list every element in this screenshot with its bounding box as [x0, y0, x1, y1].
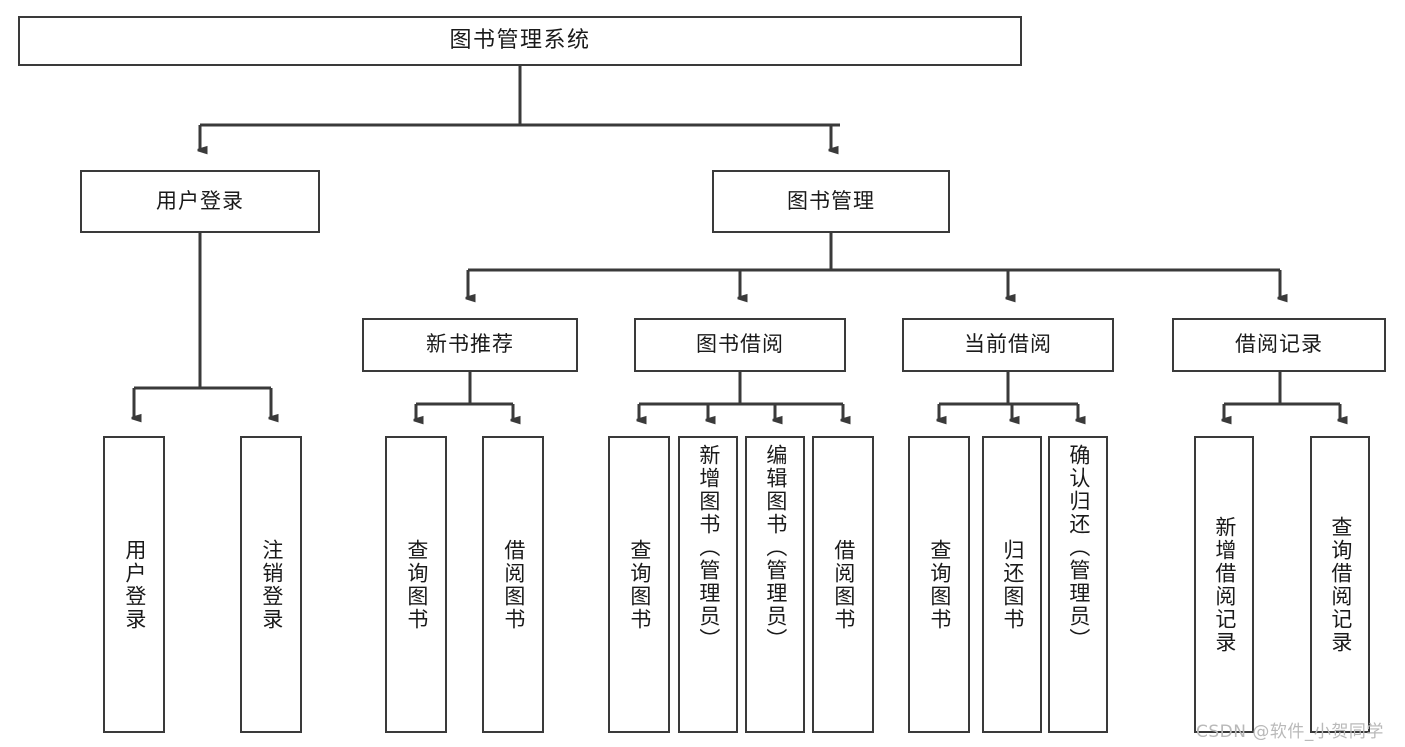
- leaf-borrow-book[interactable]: 借阅图书: [812, 436, 874, 733]
- node-user-login[interactable]: 用户登录: [80, 170, 320, 233]
- node-label: 图书管理: [787, 188, 875, 213]
- node-root-system[interactable]: 图书管理系统: [18, 16, 1022, 66]
- node-label: 新书推荐: [426, 332, 514, 357]
- node-borrow-record[interactable]: 借阅记录: [1172, 318, 1386, 372]
- node-label: 查询图书: [927, 538, 952, 631]
- node-label: 确认归还（管理员）: [1066, 444, 1091, 651]
- node-label: 查询借阅记录: [1328, 515, 1353, 654]
- node-label: 用户登录: [122, 538, 147, 631]
- leaf-user-login[interactable]: 用户登录: [103, 436, 165, 733]
- leaf-logout-login[interactable]: 注销登录: [240, 436, 302, 733]
- node-label: 图书借阅: [696, 332, 784, 357]
- leaf-confirm-return-admin[interactable]: 确认归还（管理员）: [1048, 436, 1108, 733]
- leaf-query-book-newbook[interactable]: 查询图书: [385, 436, 447, 733]
- node-label: 查询图书: [404, 538, 429, 631]
- node-current-borrow[interactable]: 当前借阅: [902, 318, 1114, 372]
- node-label: 注销登录: [259, 538, 284, 631]
- node-label: 编辑图书（管理员）: [763, 444, 788, 651]
- node-book-borrow[interactable]: 图书借阅: [634, 318, 846, 372]
- node-label: 借阅图书: [501, 538, 526, 631]
- leaf-edit-book-admin[interactable]: 编辑图书（管理员）: [745, 436, 805, 733]
- node-label: 图书管理系统: [449, 27, 591, 53]
- node-new-book-recommend[interactable]: 新书推荐: [362, 318, 578, 372]
- node-label: 归还图书: [1000, 538, 1025, 631]
- node-label: 新增图书（管理员）: [696, 444, 721, 651]
- leaf-add-borrow-record[interactable]: 新增借阅记录: [1194, 436, 1254, 733]
- node-book-management[interactable]: 图书管理: [712, 170, 950, 233]
- node-label: 用户登录: [156, 188, 244, 213]
- node-label: 当前借阅: [964, 332, 1052, 357]
- leaf-return-book[interactable]: 归还图书: [982, 436, 1042, 733]
- leaf-query-book-borrow[interactable]: 查询图书: [608, 436, 670, 733]
- node-label: 借阅图书: [831, 538, 856, 631]
- node-label: 借阅记录: [1235, 332, 1323, 357]
- node-label: 新增借阅记录: [1212, 515, 1237, 654]
- leaf-add-book-admin[interactable]: 新增图书（管理员）: [678, 436, 738, 733]
- node-label: 查询图书: [627, 538, 652, 631]
- leaf-borrow-book-newbook[interactable]: 借阅图书: [482, 436, 544, 733]
- leaf-query-book-current[interactable]: 查询图书: [908, 436, 970, 733]
- leaf-query-borrow-record[interactable]: 查询借阅记录: [1310, 436, 1370, 733]
